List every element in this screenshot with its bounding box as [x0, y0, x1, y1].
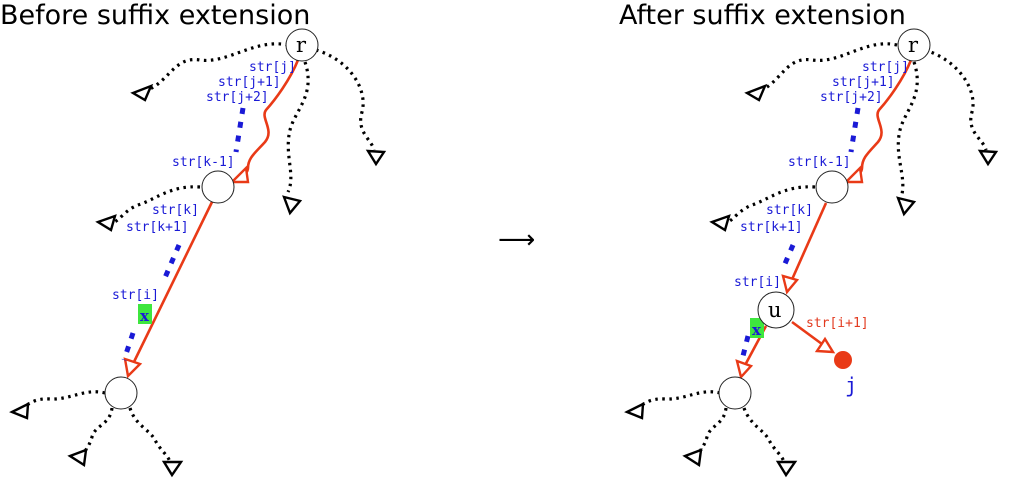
- left-arrowhead-7: [161, 460, 184, 478]
- left-edge-label-i: str[i]: [112, 288, 159, 303]
- right-red-arrowhead-u-bottom: [735, 359, 754, 380]
- left-branch-root-right: [315, 48, 376, 151]
- right-edge-label-j: str[j]: [862, 60, 909, 75]
- left-blue-dots-lower: [121, 332, 136, 361]
- transition-arrow: ⟶: [498, 225, 535, 255]
- right-branch-bottom-mid: [693, 407, 728, 458]
- right-x-label: x: [752, 321, 762, 339]
- right-arrowhead-4: [709, 214, 731, 232]
- right-branch-root-right: [924, 48, 988, 151]
- left-red-arrowhead-lower: [123, 357, 143, 379]
- left-arrowhead-5: [9, 401, 30, 420]
- left-red-path-lower: [129, 201, 214, 369]
- right-arrowhead-1: [744, 83, 768, 102]
- right-edge-label-k-1: str[k-1]: [788, 155, 851, 170]
- right-new-edge-label: str[i+1]: [806, 316, 869, 331]
- right-branch-bottom-left: [635, 390, 721, 411]
- left-arrowhead-4: [95, 214, 117, 232]
- right-blue-dots-upper: [848, 107, 861, 153]
- right-branch-mid-left: [727, 185, 816, 224]
- left-edge-label-j1: str[j+1]: [218, 75, 281, 90]
- left-edge-label-j2: str[j+2]: [206, 90, 269, 105]
- left-branch-bottom-right: [128, 407, 172, 463]
- left-edge-label-j: str[j]: [249, 60, 296, 75]
- right-arrowhead-2: [977, 149, 999, 167]
- right-edge-label-j2: str[j+2]: [820, 90, 883, 105]
- right-arrowhead-5: [624, 401, 645, 420]
- left-mid-node: [201, 170, 235, 204]
- left-branch-root-mid: [286, 61, 310, 193]
- left-arrowhead-3: [282, 195, 303, 216]
- left-branch-bottom-mid: [78, 407, 114, 458]
- right-edge-label-i: str[i]: [734, 275, 781, 290]
- right-blue-dots-middle: [781, 244, 796, 267]
- right-red-path-mid-u: [788, 202, 828, 285]
- left-bottom-node: [104, 376, 138, 410]
- right-red-path-u-leaf: [791, 320, 827, 349]
- right-edge-label-k: str[k]: [766, 203, 813, 218]
- right-arrowhead-7: [775, 460, 798, 478]
- right-root-label: r: [908, 33, 919, 57]
- left-branch-mid-left: [113, 185, 201, 224]
- right-arrowhead-3: [896, 196, 917, 217]
- right-x-highlight: [750, 318, 764, 338]
- right-red-arrowhead-upper: [843, 165, 864, 184]
- right-leaf-node: [834, 351, 852, 369]
- right-root-node: [897, 28, 931, 62]
- right-edge-label-j1: str[j+1]: [832, 75, 895, 90]
- title-after: After suffix extension: [619, 0, 906, 31]
- right-bottom-node: [718, 376, 752, 410]
- left-branch-bottom-left: [20, 390, 106, 411]
- right-branch-root-mid: [896, 61, 919, 195]
- right-tree: x r u j str[j] str[j+1] str[j+2] str[k-1…: [624, 28, 999, 478]
- left-tree: x r str[j] str[j+1] str[j+2] str[k-1] st…: [9, 28, 387, 478]
- left-arrowhead-1: [130, 83, 154, 102]
- left-blue-dots-middle: [161, 244, 182, 281]
- right-branch-root-left: [761, 42, 898, 92]
- left-x-label: x: [140, 307, 150, 325]
- right-u-label: u: [768, 298, 782, 322]
- left-edge-label-k: str[k]: [152, 203, 199, 218]
- right-arrowhead-6: [682, 448, 703, 468]
- right-u-node: [757, 291, 795, 329]
- right-edge-label-k1: str[k+1]: [740, 220, 803, 235]
- left-arrowhead-6: [67, 448, 88, 468]
- left-red-arrowhead-upper: [229, 165, 250, 184]
- left-edge-label-k1: str[k+1]: [126, 220, 189, 235]
- title-before: Before suffix extension: [0, 0, 311, 31]
- left-root-label: r: [296, 33, 307, 57]
- right-blue-dots-lower: [739, 335, 751, 361]
- right-leaf-label: j: [845, 373, 857, 397]
- right-branch-bottom-right: [742, 407, 786, 463]
- left-blue-dots-upper: [233, 107, 246, 153]
- left-arrowhead-2: [365, 149, 387, 167]
- right-red-arrowhead-mid-u: [781, 274, 800, 295]
- left-edge-label-k-1: str[k-1]: [172, 155, 235, 170]
- left-root-node: [285, 28, 319, 62]
- right-red-arrowhead-u-leaf: [814, 336, 836, 354]
- right-mid-node: [815, 170, 849, 204]
- left-x-highlight: [138, 304, 152, 324]
